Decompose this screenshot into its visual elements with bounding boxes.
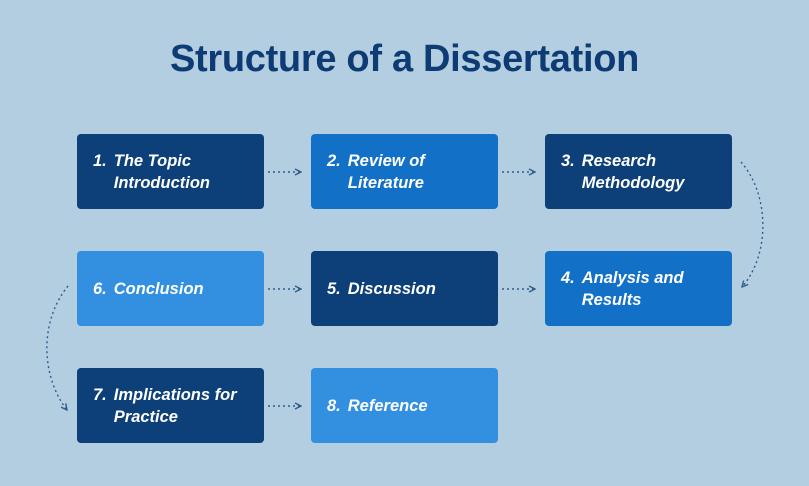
step-number: 6. <box>93 279 107 298</box>
step-label: The Topic Introduction <box>113 151 210 192</box>
step-box-discussion: 5. Discussion <box>311 251 498 326</box>
step-number: 2. <box>327 151 341 170</box>
step-number: 1. <box>93 151 107 170</box>
step-label: Analysis and Results <box>581 268 684 309</box>
step-box-review-of-literature: 2. Review of Literature <box>311 134 498 209</box>
arrow-6-to-7 <box>46 285 69 410</box>
step-label: Research Methodology <box>581 151 685 192</box>
page-title: Structure of a Dissertation <box>169 38 640 80</box>
step-label: Conclusion <box>113 279 204 298</box>
step-number: 5. <box>327 279 341 298</box>
step-box-reference: 8. Reference <box>311 368 498 443</box>
step-label: Reference <box>347 396 428 415</box>
arrow-3-to-4 <box>740 161 764 287</box>
step-box-implications-for-practice: 7. Implications for Practice <box>77 368 264 443</box>
step-box-topic-introduction: 1. The Topic Introduction <box>77 134 264 209</box>
step-number: 7. <box>93 385 107 404</box>
step-number: 4. <box>561 268 575 287</box>
step-box-conclusion: 6. Conclusion <box>77 251 264 326</box>
step-box-analysis-and-results: 4. Analysis and Results <box>545 251 732 326</box>
step-box-research-methodology: 3. Research Methodology <box>545 134 732 209</box>
step-number: 8. <box>327 396 341 415</box>
step-number: 3. <box>561 151 575 170</box>
step-label: Discussion <box>347 279 436 298</box>
step-label: Review of Literature <box>347 151 425 192</box>
step-label: Implications for Practice <box>113 385 237 426</box>
